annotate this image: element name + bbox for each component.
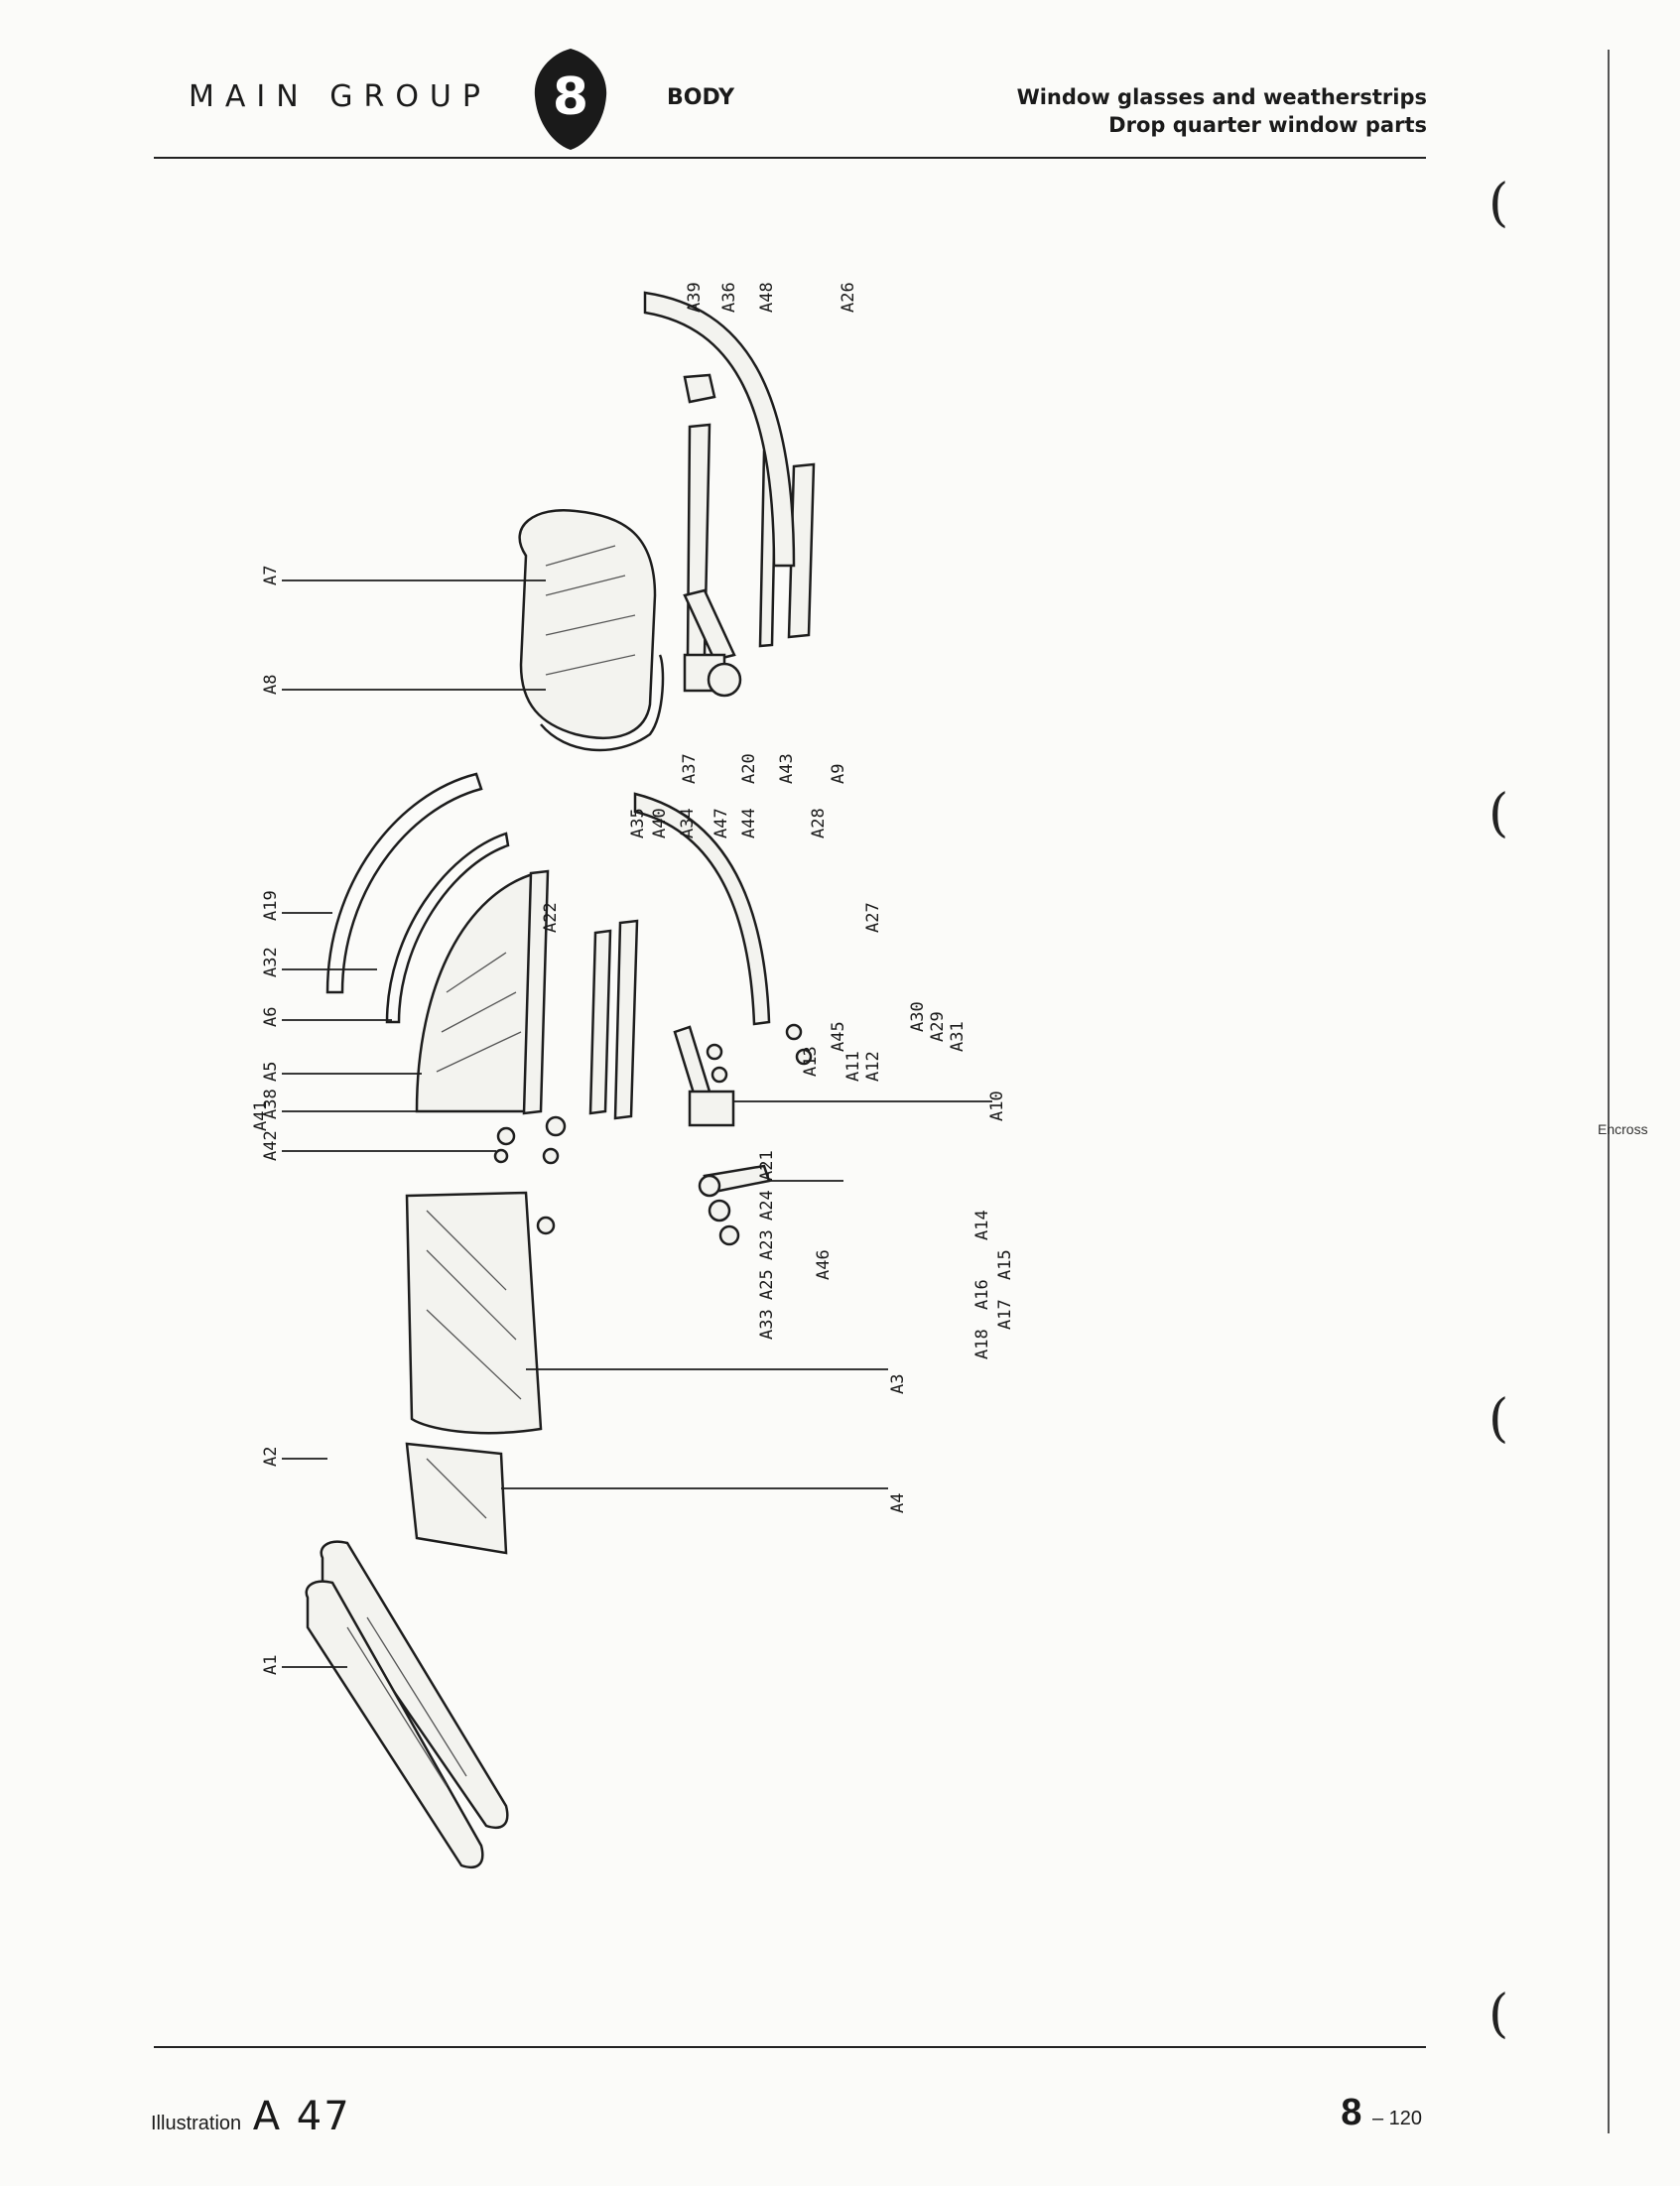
label-a40: A40 bbox=[650, 808, 670, 838]
label-a9: A9 bbox=[829, 764, 848, 784]
label-a46: A46 bbox=[814, 1249, 834, 1280]
main-group-heading: MAIN GROUP bbox=[189, 79, 491, 114]
exploded-parts-diagram: A7 A8 A19 A32 A6 A5 A41 A38 A42 A2 A1 A3… bbox=[149, 238, 1459, 2024]
footer-rule bbox=[154, 2046, 1426, 2048]
label-a48: A48 bbox=[757, 282, 777, 313]
page-subject: Window glasses and weatherstrips Drop qu… bbox=[1017, 83, 1427, 139]
label-a22: A22 bbox=[541, 902, 561, 933]
label-a19: A19 bbox=[261, 890, 281, 921]
label-a8: A8 bbox=[261, 675, 281, 695]
label-a13: A13 bbox=[801, 1046, 821, 1077]
label-a47: A47 bbox=[711, 808, 731, 838]
label-a31: A31 bbox=[948, 1021, 968, 1052]
illustration-code: A 47 bbox=[252, 2094, 351, 2139]
label-a29: A29 bbox=[928, 1011, 948, 1042]
part-a10-regulator bbox=[673, 1025, 735, 1127]
small-fasteners bbox=[493, 1023, 813, 1246]
label-a10: A10 bbox=[987, 1091, 1007, 1121]
page-number: 8 – 120 bbox=[1341, 2092, 1422, 2134]
binder-edge-line bbox=[1608, 50, 1610, 2133]
part-a19-frame bbox=[325, 772, 483, 994]
label-a25: A25 bbox=[757, 1269, 777, 1300]
part-a27-arc bbox=[633, 792, 771, 1026]
label-a33: A33 bbox=[757, 1309, 777, 1340]
part-a5-glass bbox=[415, 871, 538, 1113]
binder-hole-mark: ( bbox=[1488, 1985, 1509, 2044]
label-a38: A38 bbox=[261, 1089, 281, 1119]
label-a20: A20 bbox=[739, 753, 759, 784]
page-number-main: 8 bbox=[1341, 2092, 1362, 2133]
callout-labels: A7 A8 A19 A32 A6 A5 A41 A38 A42 A2 A1 A3… bbox=[251, 282, 1015, 1675]
label-a17: A17 bbox=[995, 1299, 1015, 1330]
part-a6-seal bbox=[385, 832, 510, 1024]
group-number-badge: 8 bbox=[531, 45, 610, 154]
label-a11: A11 bbox=[843, 1051, 863, 1082]
label-a5: A5 bbox=[261, 1062, 281, 1082]
label-a41: A41 bbox=[251, 1100, 271, 1131]
part-a3-door-glass bbox=[405, 1191, 543, 1435]
label-a36: A36 bbox=[719, 282, 739, 313]
label-a43: A43 bbox=[777, 753, 797, 784]
label-a34: A34 bbox=[678, 808, 698, 838]
margin-side-word: Encross bbox=[1598, 1121, 1648, 1137]
header-rule bbox=[154, 157, 1426, 159]
label-a28: A28 bbox=[809, 808, 829, 838]
page-number-sub: – 120 bbox=[1371, 2108, 1422, 2129]
illustration-caption: Illustration A 47 bbox=[151, 2094, 351, 2139]
part-a26-arc bbox=[643, 291, 796, 568]
label-a21: A21 bbox=[757, 1150, 777, 1181]
label-a42: A42 bbox=[261, 1130, 281, 1161]
label-a26: A26 bbox=[839, 282, 858, 313]
subject-line-2: Drop quarter window parts bbox=[1108, 113, 1427, 137]
label-a15: A15 bbox=[995, 1249, 1015, 1280]
group-number: 8 bbox=[553, 67, 588, 127]
label-a39: A39 bbox=[685, 282, 705, 313]
binder-hole-mark: ( bbox=[1488, 784, 1509, 843]
label-a32: A32 bbox=[261, 947, 281, 977]
subject-line-1: Window glasses and weatherstrips bbox=[1016, 85, 1427, 109]
binder-hole-mark: ( bbox=[1488, 174, 1509, 233]
part-a7-a8-quarter-glass bbox=[518, 508, 665, 752]
label-a7: A7 bbox=[261, 566, 281, 585]
label-a24: A24 bbox=[757, 1190, 777, 1221]
label-a6: A6 bbox=[261, 1007, 281, 1027]
label-a1: A1 bbox=[261, 1655, 281, 1675]
part-a1-a2-windshield bbox=[305, 1540, 509, 1869]
label-a14: A14 bbox=[972, 1210, 992, 1240]
label-a2: A2 bbox=[261, 1447, 281, 1467]
part-a4-vent-glass bbox=[405, 1442, 508, 1555]
label-a23: A23 bbox=[757, 1229, 777, 1260]
binder-hole-mark: ( bbox=[1488, 1389, 1509, 1449]
label-a18: A18 bbox=[972, 1329, 992, 1359]
part-a9-regulator bbox=[683, 588, 742, 698]
label-a27: A27 bbox=[863, 902, 883, 933]
label-a30: A30 bbox=[908, 1001, 928, 1032]
label-a16: A16 bbox=[972, 1279, 992, 1310]
part-middle-channels bbox=[522, 869, 639, 1120]
label-a35: A35 bbox=[628, 808, 648, 838]
label-a44: A44 bbox=[739, 808, 759, 838]
label-a4: A4 bbox=[888, 1493, 908, 1513]
section-heading: BODY bbox=[667, 85, 735, 110]
leader-lines bbox=[282, 579, 992, 1668]
label-a3: A3 bbox=[888, 1374, 908, 1394]
label-a45: A45 bbox=[829, 1021, 848, 1052]
label-a12: A12 bbox=[863, 1051, 883, 1082]
label-a37: A37 bbox=[680, 753, 700, 784]
illustration-label: Illustration bbox=[151, 2113, 242, 2134]
